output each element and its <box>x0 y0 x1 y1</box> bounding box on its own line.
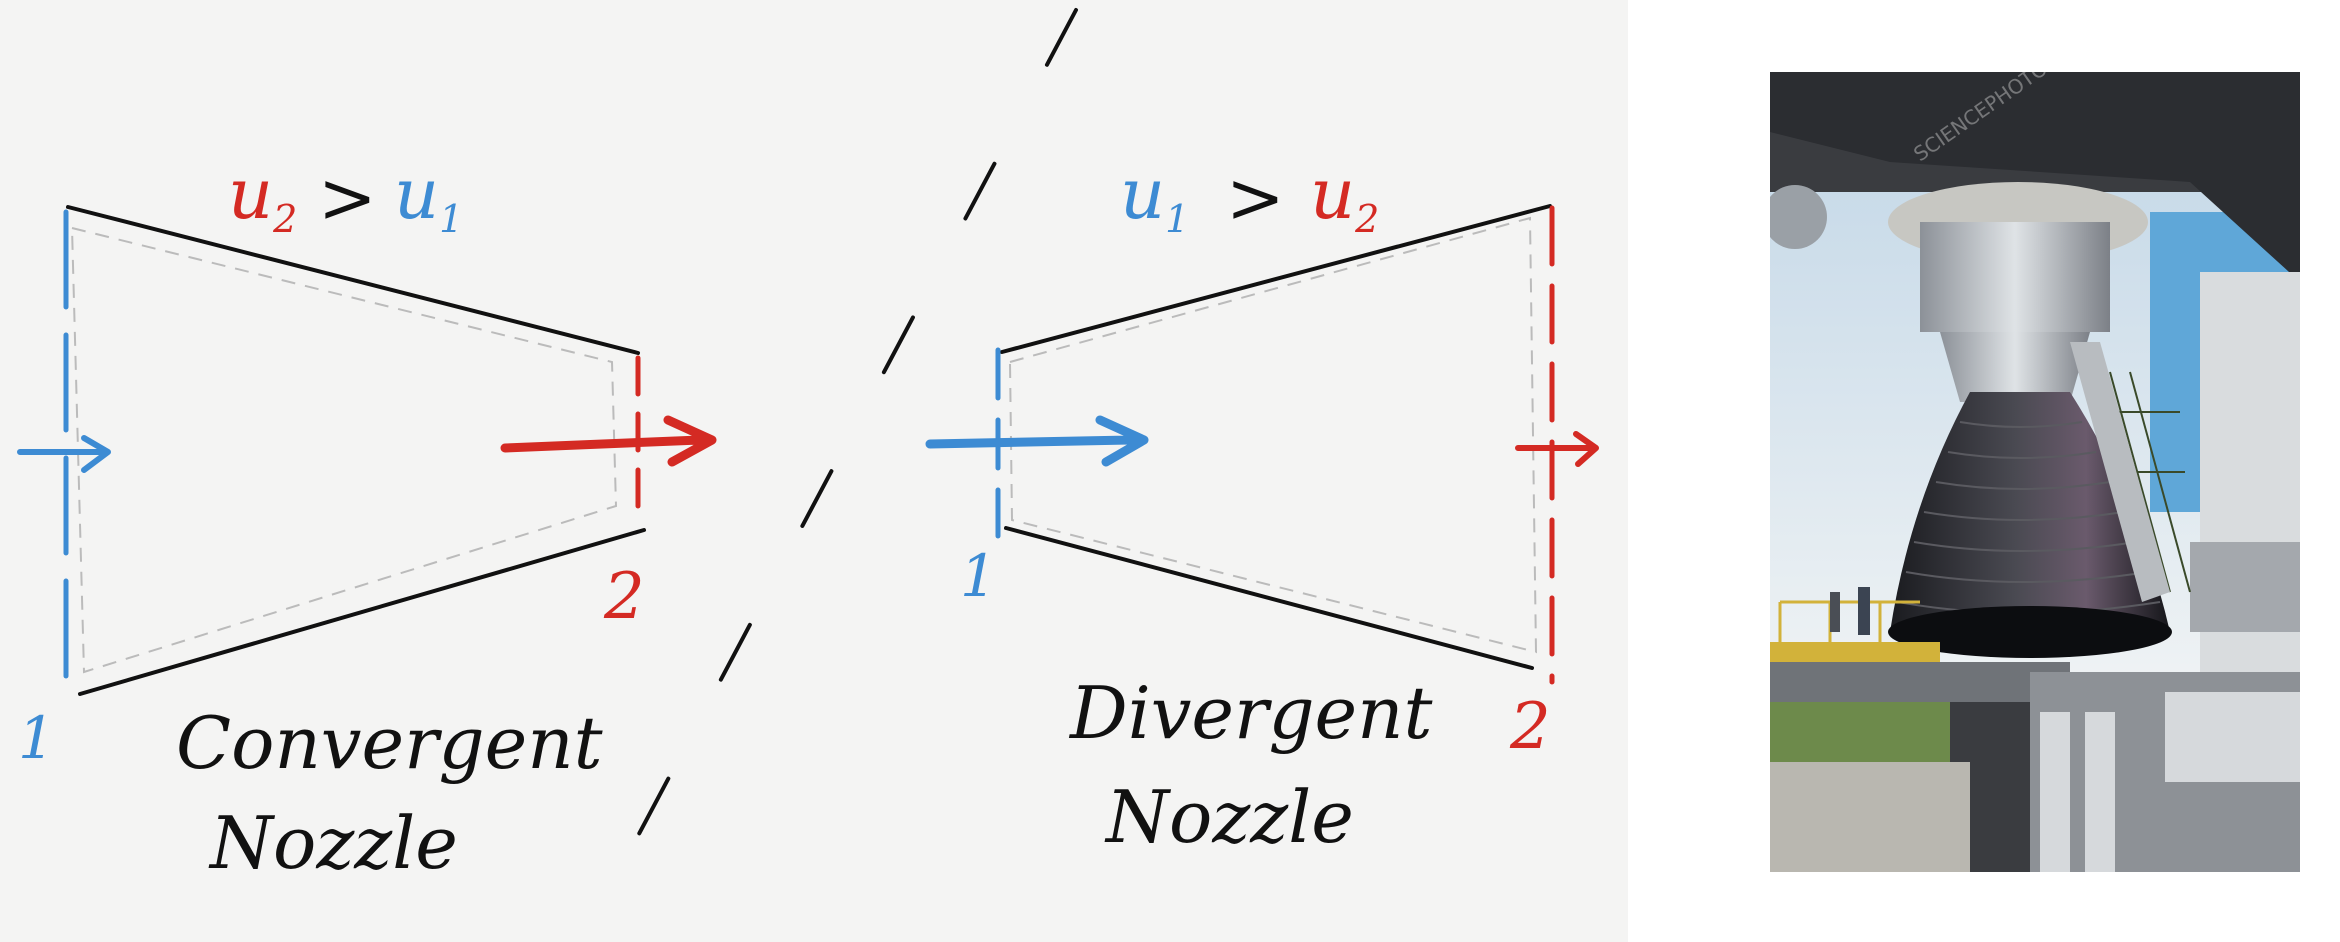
photo-tower-panel <box>2190 542 2300 632</box>
photo-nozzle-ribs <box>1897 421 2161 614</box>
divergent-inlet-arrow <box>925 415 1149 467</box>
nozzle-diagram-svg: u2 > u1 1 2 Convergent Nozzle u1 > <box>17 8 1599 917</box>
photo-nozzle-exit <box>1888 606 2172 658</box>
convergent-pencil-outline <box>70 226 618 674</box>
convergent-caption-line1: Convergent <box>176 701 604 785</box>
photo-worker-2 <box>1858 587 1870 635</box>
photo-side-fitting <box>1770 185 1827 249</box>
rocket-engine-illustration: SCIENCEPHOTOLIBRARY <box>1770 72 2300 872</box>
photo-ground-grass <box>1770 702 1950 762</box>
divergent-relation-u2: u2 <box>1310 153 1379 241</box>
photo-platform <box>1770 642 1940 662</box>
convergent-relation-u2: u2 <box>228 153 297 241</box>
divergent-inlet-label: 1 <box>960 542 997 610</box>
convergent-relation-u1: u1 <box>394 153 463 241</box>
photo-exhaust-duct <box>2070 342 2170 602</box>
photo-worker-1 <box>1830 592 1840 632</box>
convergent-outlet-label: 2 <box>603 560 645 634</box>
divergent-nozzle: u1 > u2 1 2 Divergent Nozzle <box>925 153 1599 859</box>
photo-base-columns <box>2040 692 2300 872</box>
convergent-nozzle: u2 > u1 1 2 Convergent Nozzle <box>17 153 717 885</box>
photo-launch-table <box>1770 72 2300 282</box>
divergent-pencil-outline <box>1008 216 1538 654</box>
convergent-bottom-wall <box>78 528 646 696</box>
photo-engine-throat <box>1940 332 2090 402</box>
photo-lower-deck <box>1770 662 2070 702</box>
photo-railing <box>1778 600 1920 642</box>
photo-ground-concrete <box>1770 762 1970 872</box>
convergent-relation-op: > <box>318 157 377 239</box>
photo-nozzle-bell <box>1890 392 2170 632</box>
convergent-inlet-label: 1 <box>18 704 55 772</box>
divergent-outlet-label: 2 <box>1509 690 1551 764</box>
divergent-top-wall <box>1000 204 1552 354</box>
rocket-engine-photo: SCIENCEPHOTOLIBRARY <box>1770 72 2300 872</box>
divergent-relation-u1: u1 <box>1120 153 1189 241</box>
divergent-caption-line1: Divergent <box>1068 671 1434 755</box>
divergent-caption-line2: Nozzle <box>1104 775 1354 859</box>
convergent-inlet-arrow <box>17 435 111 473</box>
divergent-outlet-arrow <box>1515 431 1599 467</box>
convergent-top-wall <box>66 205 640 355</box>
nozzle-sketch: u2 > u1 1 2 Convergent Nozzle u1 > <box>0 0 1628 942</box>
divergent-bottom-wall <box>1004 526 1534 670</box>
divergent-relation-op: > <box>1226 157 1285 239</box>
convergent-caption-line2: Nozzle <box>208 801 458 885</box>
photo-engine-upper <box>1920 222 2110 332</box>
convergent-outlet-arrow <box>500 415 717 467</box>
